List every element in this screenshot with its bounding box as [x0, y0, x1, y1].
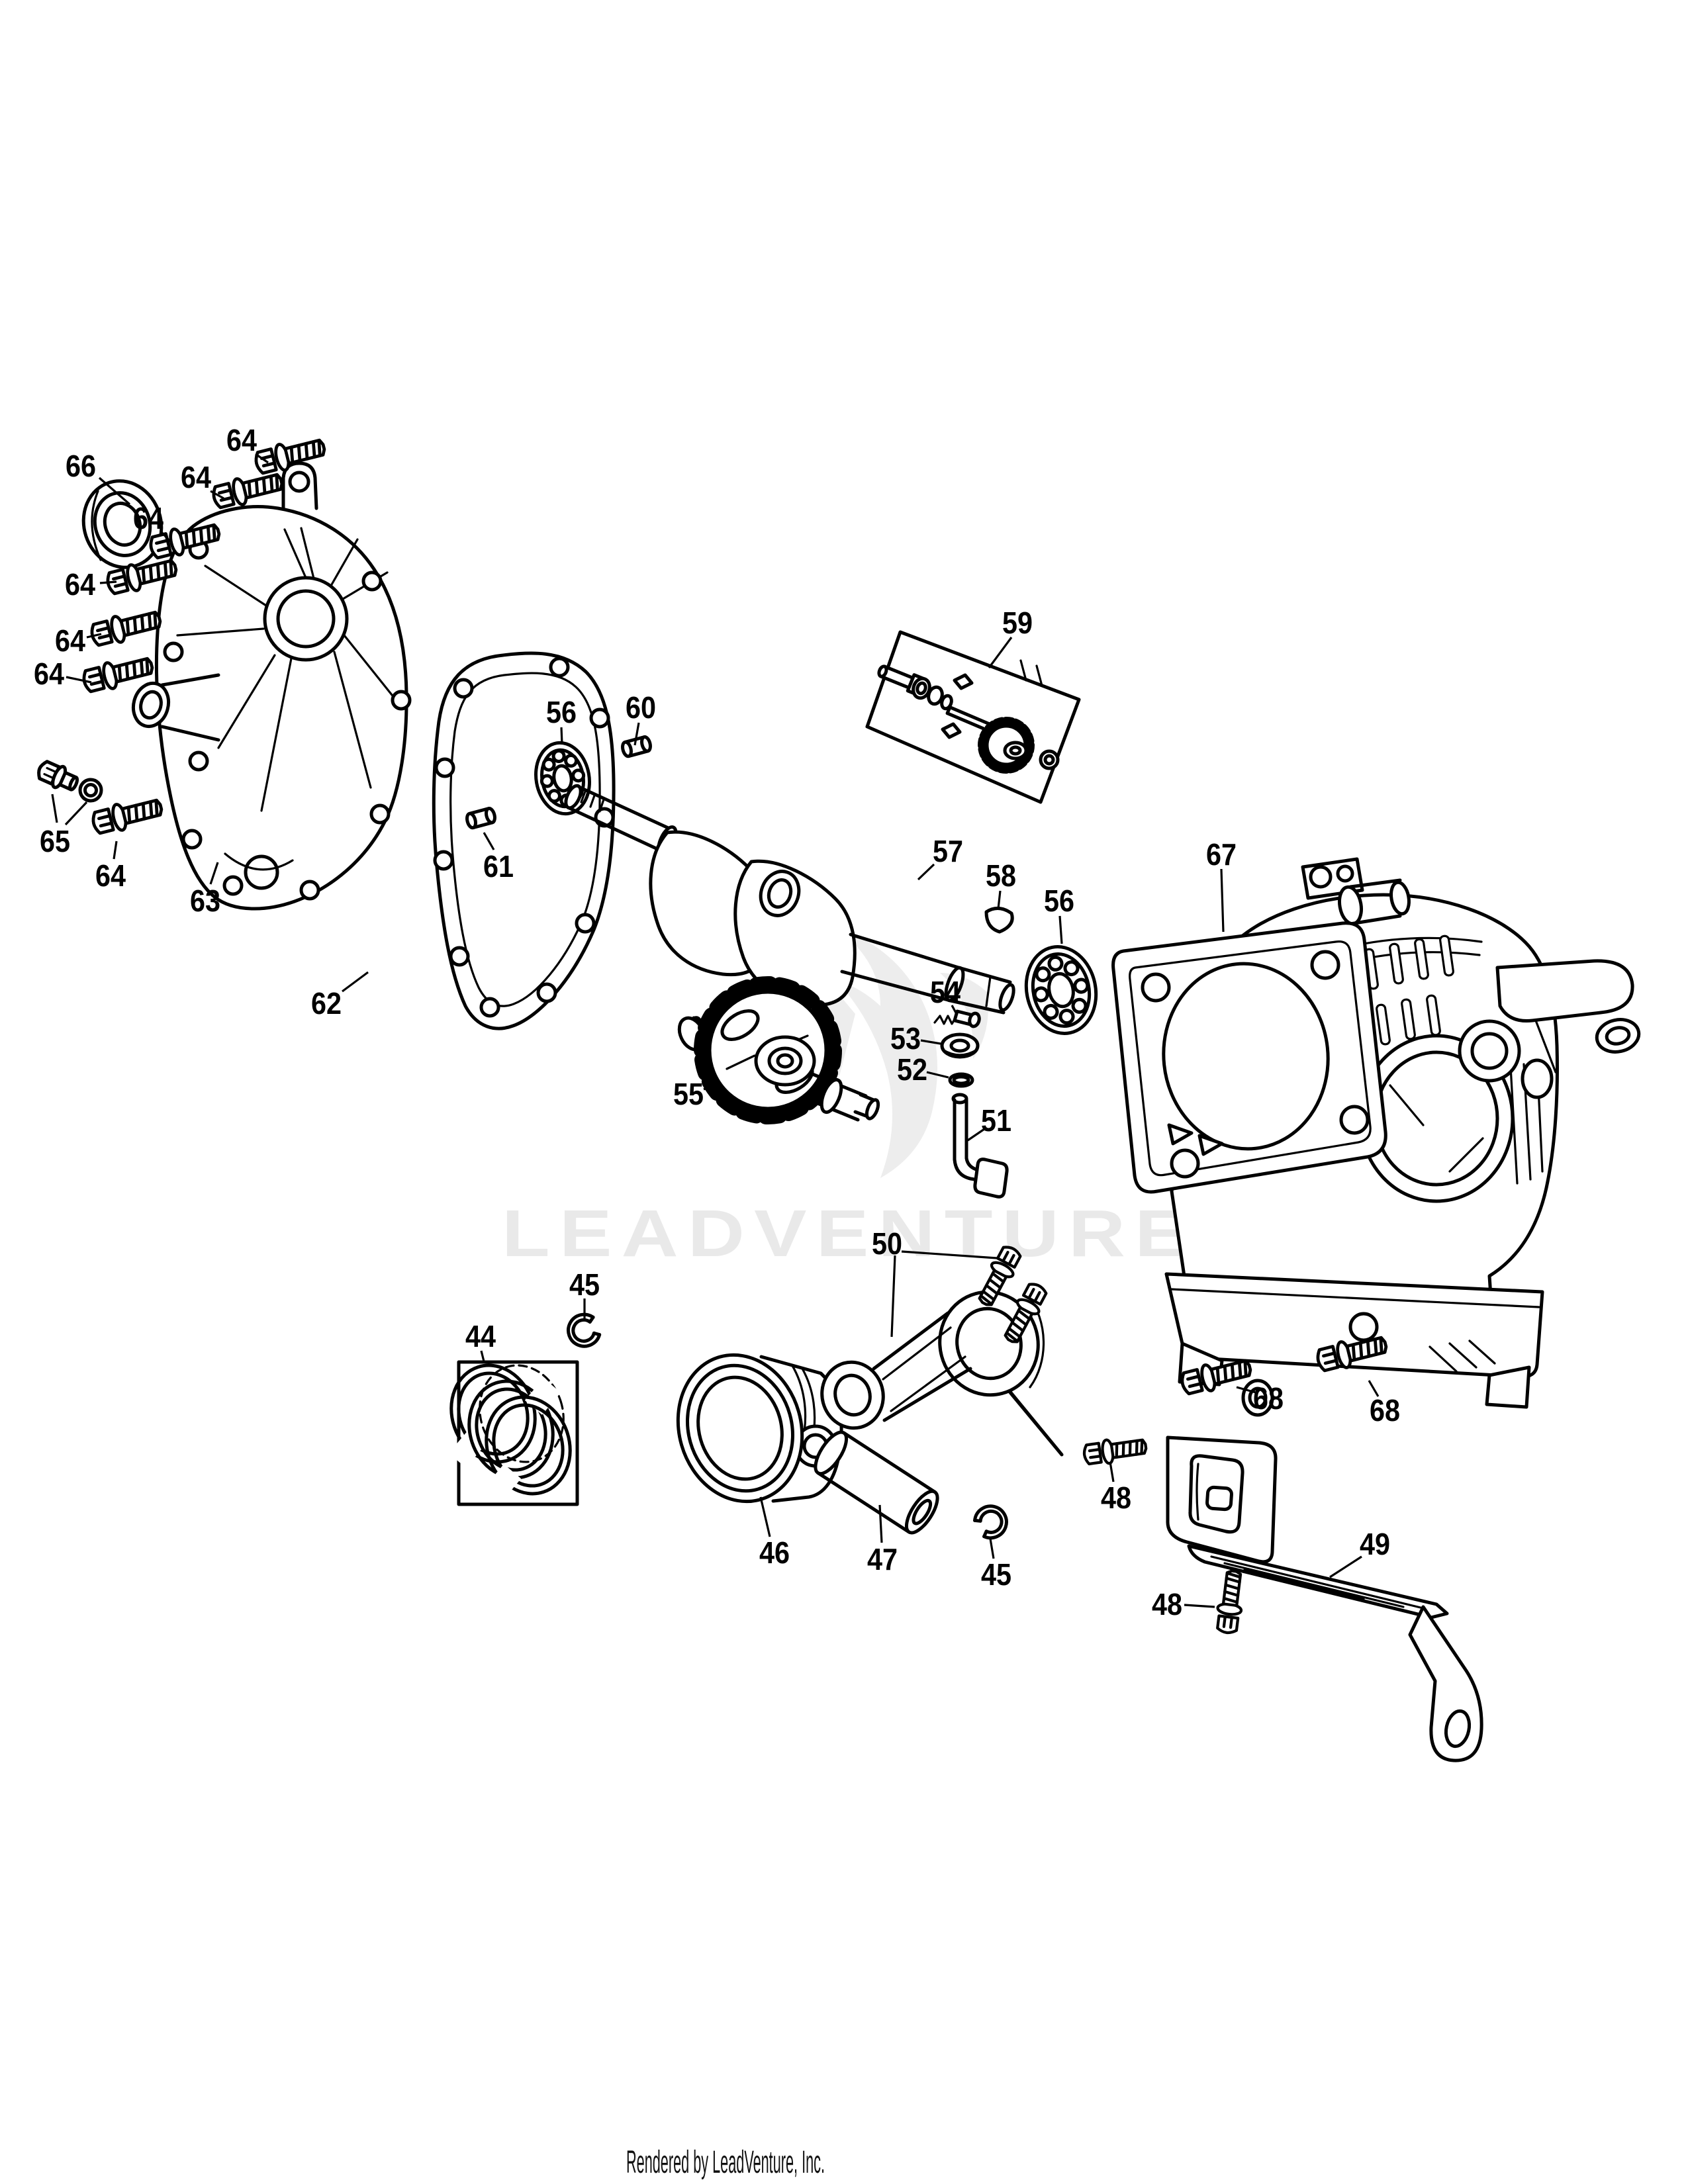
governor-hardware-drawing: [933, 1009, 981, 1088]
leader-line-64: [210, 490, 224, 500]
callout-67[interactable]: 67: [1206, 837, 1237, 872]
leader-line-46: [759, 1496, 771, 1537]
callout-64[interactable]: 64: [55, 623, 85, 658]
callout-52[interactable]: 52: [897, 1052, 927, 1087]
leader-line-67: [1220, 868, 1225, 933]
leader-line-54: [951, 1005, 959, 1016]
leader-line-63: [209, 862, 219, 885]
leader-line-66: [98, 477, 131, 506]
callout-64[interactable]: 64: [181, 460, 211, 494]
callout-64[interactable]: 64: [133, 501, 164, 535]
footer-credit: Rendered by LeadVenture, Inc.: [626, 2145, 825, 2180]
piston-ring-set-drawing: [448, 1360, 579, 1506]
leader-line-64: [86, 633, 102, 639]
leader-line-44: [480, 1350, 485, 1362]
leader-line-48: [1109, 1461, 1115, 1482]
leader-line-61: [483, 832, 495, 850]
shaft-key-drawing: [984, 907, 1014, 934]
callout-50[interactable]: 50: [872, 1226, 902, 1261]
leader-line-64: [255, 453, 269, 464]
callout-47[interactable]: 47: [867, 1542, 898, 1576]
callout-56[interactable]: 56: [546, 695, 577, 729]
leader-line-64: [66, 676, 92, 684]
leader-line-52: [926, 1071, 949, 1079]
callout-62[interactable]: 62: [311, 986, 342, 1021]
piston-drawing: [676, 1353, 843, 1504]
crankcase-cover-drawing: [131, 461, 412, 911]
callout-64[interactable]: 64: [65, 567, 95, 602]
callout-64[interactable]: 64: [226, 423, 257, 457]
leader-line-51: [967, 1128, 985, 1142]
leader-line-45: [989, 1538, 995, 1559]
callout-48[interactable]: 48: [1101, 1480, 1131, 1515]
drain-plug-drawing: [37, 760, 103, 803]
leader-line-56: [560, 727, 563, 745]
leader-line-53: [920, 1039, 941, 1045]
leader-line-50: [901, 1250, 998, 1259]
callout-63[interactable]: 63: [190, 884, 220, 918]
callout-66[interactable]: 66: [66, 449, 96, 483]
leader-line-56: [1058, 915, 1063, 944]
crankcase-gasket-drawing: [432, 651, 616, 1030]
heat-shield-drawing: [1166, 1435, 1483, 1762]
callout-64[interactable]: 64: [95, 858, 126, 893]
callout-59[interactable]: 59: [1002, 606, 1033, 640]
wrist-pin-drawing: [814, 1430, 939, 1535]
leader-line-64: [160, 530, 171, 543]
cylinder-block-drawing: [1111, 857, 1641, 1417]
callout-44[interactable]: 44: [465, 1319, 496, 1353]
callout-60[interactable]: 60: [626, 690, 656, 725]
shield-bolt-48-lower-drawing: [1215, 1570, 1246, 1634]
leader-line-50: [890, 1255, 896, 1338]
wrist-pin-clip-left-drawing: [564, 1311, 602, 1351]
callout-45[interactable]: 45: [981, 1557, 1011, 1592]
callout-68[interactable]: 68: [1253, 1381, 1284, 1416]
callout-56[interactable]: 56: [1044, 884, 1074, 918]
leader-line-58: [997, 890, 1002, 909]
callout-68[interactable]: 68: [1370, 1393, 1400, 1428]
callout-58[interactable]: 58: [986, 858, 1016, 893]
leader-line-59: [988, 637, 1013, 668]
leader-line-64: [113, 841, 118, 860]
watermark-text: LEADVENTURE: [502, 1197, 1197, 1271]
callout-65[interactable]: 65: [40, 824, 70, 858]
callout-64[interactable]: 64: [34, 657, 64, 691]
leader-line-65: [64, 801, 88, 826]
oil-seal-drawing: [81, 479, 164, 569]
leader-line-55: [703, 1082, 720, 1091]
leader-line-62: [342, 971, 369, 993]
leader-line-47: [878, 1504, 883, 1543]
leader-line-64: [99, 580, 117, 584]
leader-line-68: [1236, 1386, 1256, 1394]
wrist-pin-clip-right-drawing: [972, 1500, 1013, 1542]
leader-line-49: [1329, 1555, 1362, 1578]
callout-48[interactable]: 48: [1152, 1587, 1182, 1621]
callout-61[interactable]: 61: [483, 849, 514, 884]
callout-45[interactable]: 45: [569, 1267, 600, 1302]
governor-kit-drawing: [865, 630, 1081, 804]
connecting-rod-drawing: [820, 1244, 1064, 1457]
leader-line-48: [1184, 1604, 1215, 1608]
leader-line-57: [917, 863, 935, 881]
shield-bolt-48-upper-drawing: [1083, 1435, 1148, 1467]
callout-55[interactable]: 55: [673, 1077, 704, 1111]
ball-bearing-right-drawing: [1024, 945, 1098, 1035]
callout-54[interactable]: 54: [930, 975, 961, 1009]
oil-pipe-drawing: [951, 1093, 1009, 1199]
camshaft-drawing: [677, 976, 880, 1124]
leader-line-68: [1368, 1380, 1380, 1397]
callout-46[interactable]: 46: [759, 1535, 790, 1570]
callout-51[interactable]: 51: [981, 1103, 1011, 1138]
callout-53[interactable]: 53: [890, 1021, 921, 1056]
callout-49[interactable]: 49: [1360, 1527, 1390, 1561]
callout-57[interactable]: 57: [933, 834, 963, 868]
leader-line-65: [51, 794, 58, 823]
leader-line-60: [633, 722, 640, 746]
leadventure-flame-icon-2: [940, 973, 989, 1059]
crankshaft-drawing: [564, 784, 1015, 1015]
